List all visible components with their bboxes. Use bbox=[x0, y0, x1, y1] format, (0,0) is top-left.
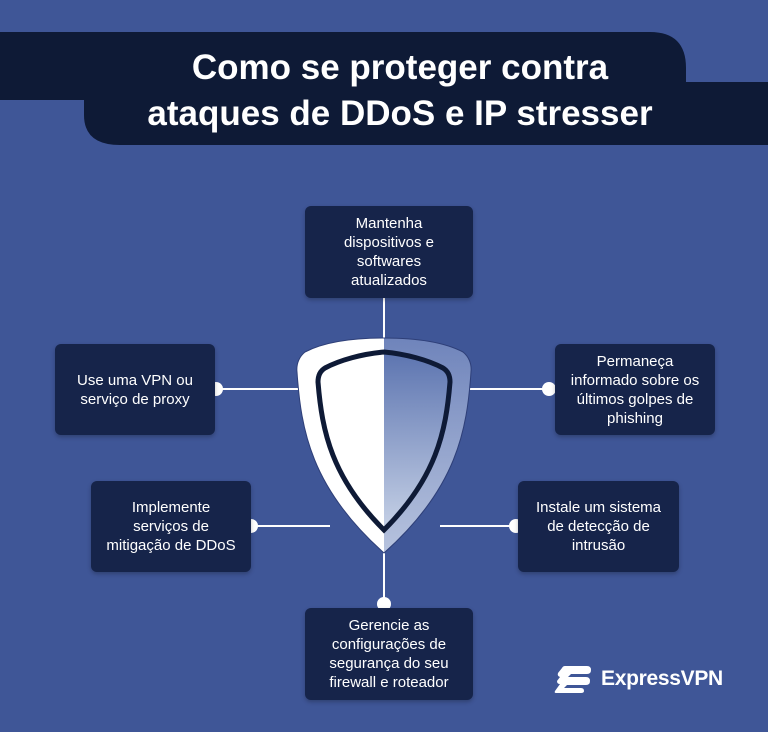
title-banner: Como se proteger contra ataques de DDoS … bbox=[0, 0, 768, 150]
node-phishing-awareness-text: Permaneça informado sobre os últimos gol… bbox=[570, 352, 700, 427]
shield-icon bbox=[296, 337, 472, 554]
dot-bottom bbox=[377, 597, 391, 611]
node-intrusion-detection: Instale um sistema de detecção de intrus… bbox=[518, 481, 679, 572]
page-title: Como se proteger contra ataques de DDoS … bbox=[90, 45, 710, 137]
node-use-vpn-text: Use uma VPN ou serviço de proxy bbox=[77, 371, 193, 408]
page-title-line-2: ataques de DDoS e IP stresser bbox=[147, 94, 653, 133]
dot-right-up bbox=[542, 382, 556, 396]
node-update-software: Mantenha dispositivos e softwares atuali… bbox=[305, 206, 473, 298]
node-use-vpn: Use uma VPN ou serviço de proxy bbox=[55, 344, 215, 435]
expressvpn-logo-icon bbox=[554, 666, 591, 693]
node-ddos-mitigation-text: Implemente serviços de mitigação de DDoS bbox=[106, 499, 236, 554]
brand-logo: ExpressVPN bbox=[553, 662, 723, 696]
node-intrusion-detection-text: Instale um sistema de detecção de intrus… bbox=[535, 499, 662, 554]
page-title-line-1: Como se proteger contra bbox=[191, 48, 609, 87]
title-banner-shape bbox=[0, 32, 768, 145]
node-ddos-mitigation: Implemente serviços de mitigação de DDoS bbox=[91, 481, 251, 572]
node-update-software-text: Mantenha dispositivos e softwares atuali… bbox=[343, 215, 435, 289]
node-firewall-router: Gerencie as configurações de segurança d… bbox=[305, 608, 473, 700]
brand-name: ExpressVPN bbox=[601, 667, 723, 690]
node-phishing-awareness: Permaneça informado sobre os últimos gol… bbox=[555, 344, 715, 435]
node-firewall-router-text: Gerencie as configurações de segurança d… bbox=[329, 617, 449, 691]
